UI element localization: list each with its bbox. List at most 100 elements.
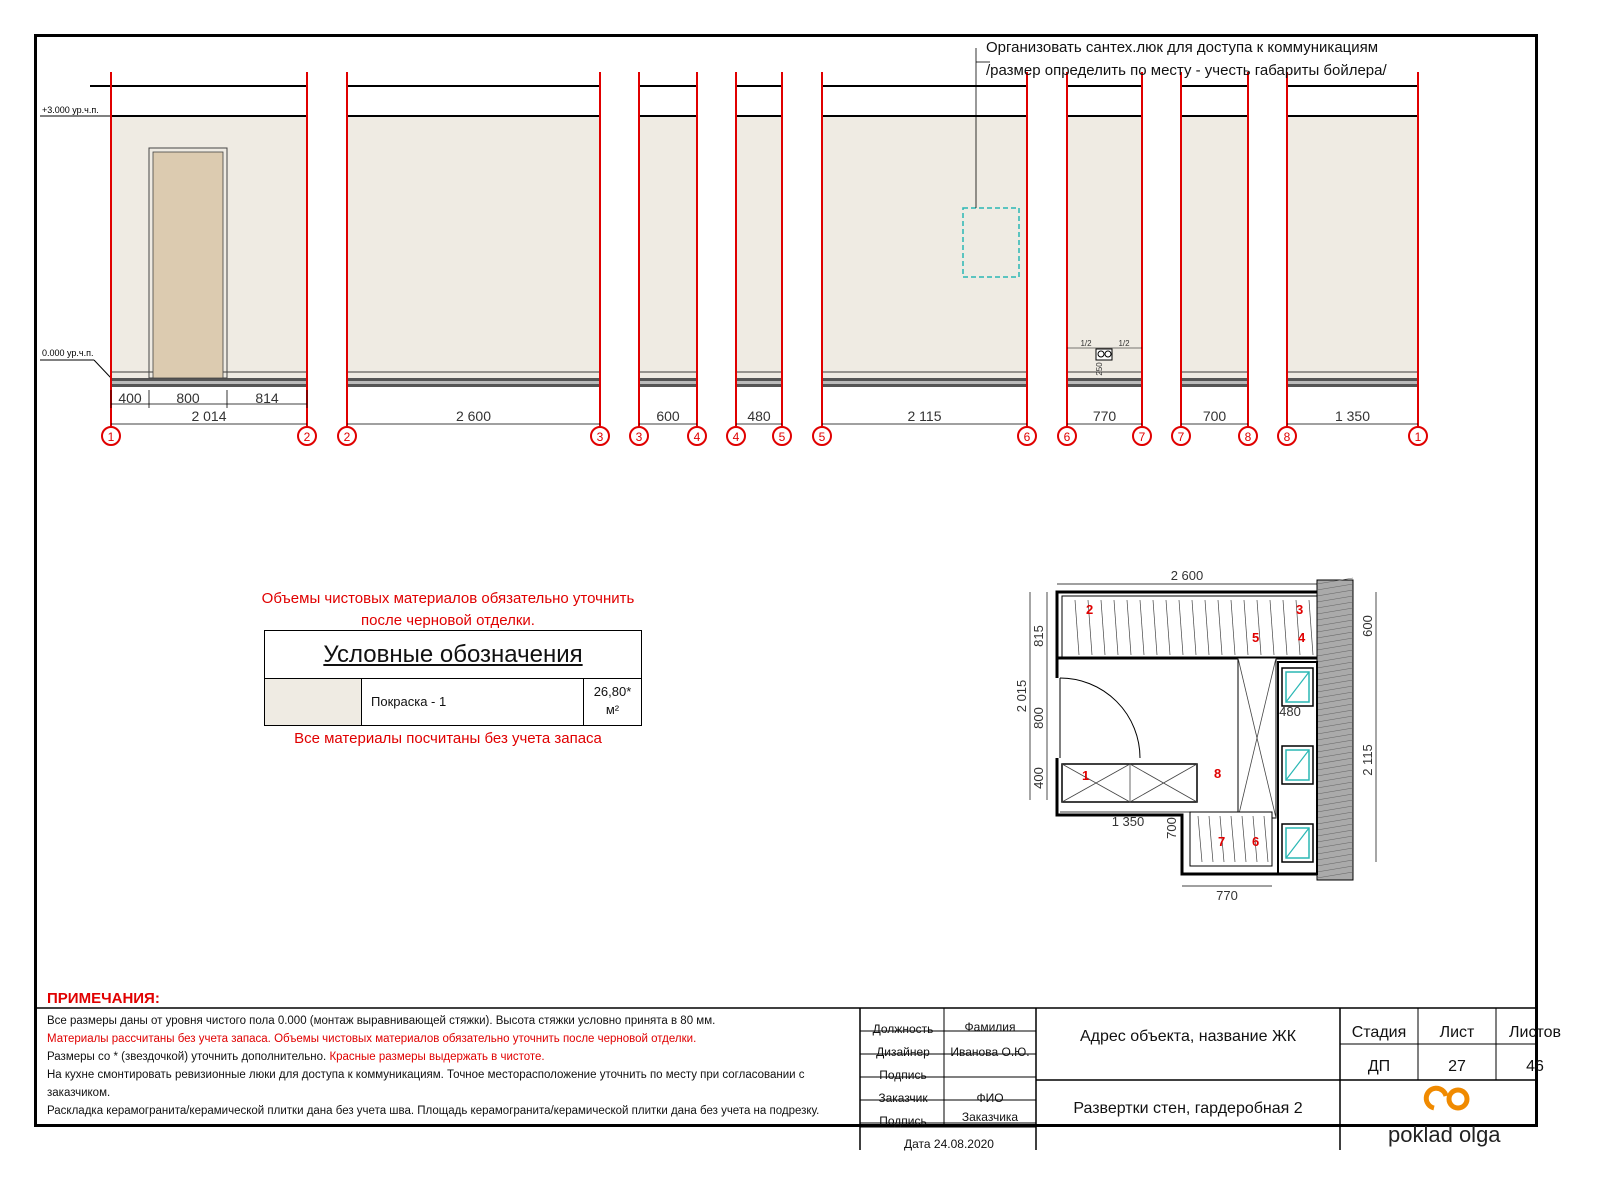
screed-band-inner [1067, 381, 1142, 384]
hanger [1165, 599, 1171, 656]
logo-mark [1423, 1085, 1449, 1111]
axis-label: 6 [1024, 430, 1031, 444]
note-line: Материалы рассчитаны без учета запаса. О… [47, 1033, 697, 1045]
axis-label: 1 [108, 430, 115, 444]
legend-item-name: Покраска - 1 [371, 694, 447, 709]
wall-hatch [1316, 601, 1354, 609]
screed-band-inner [347, 381, 600, 384]
tb-client-label: Заказчик [878, 1091, 928, 1105]
boiler-hatch-callout: Организовать сантех.люк для доступа к ко… [986, 39, 1387, 79]
tb-sheets: 46 [1526, 1058, 1544, 1075]
axis-marker [1132, 426, 1152, 446]
socket-hole [1097, 350, 1105, 358]
note-line: Раскладка керамогранита/керамической пли… [47, 1105, 820, 1117]
tb-sheet-label: Лист [1439, 1024, 1475, 1041]
wall-panel [1287, 116, 1418, 378]
dim-text: 480 [747, 408, 771, 424]
hanger [1282, 599, 1288, 656]
plan-point-label: 5 [1252, 630, 1259, 645]
hanger [1241, 815, 1247, 863]
hanger [1243, 599, 1249, 656]
screed-band-inner [736, 381, 782, 384]
plan-dim-text: 700 [1164, 817, 1179, 839]
hanger [1256, 599, 1262, 656]
door-leaf [152, 151, 224, 379]
screed-band-inner [1287, 381, 1418, 384]
shelf-unit-diag [1285, 827, 1310, 859]
hanger [1074, 599, 1080, 656]
wall-hatch [1316, 841, 1354, 849]
wall-hatch [1316, 847, 1354, 855]
wall-hatch [1316, 685, 1354, 693]
dim-text: 2 115 [908, 408, 942, 424]
cross [1237, 657, 1277, 819]
axis-label: 8 [1284, 430, 1291, 444]
wall-hatch [1316, 625, 1354, 633]
notes-title: ПРИМЕЧАНИЯ: [47, 990, 160, 1007]
tb-sign-label-2: Подпись [879, 1114, 927, 1128]
wall-panel [1067, 116, 1142, 378]
level-leader [93, 359, 112, 379]
tb-designer-name: Иванова О.Ю. [950, 1045, 1030, 1059]
tb-sheet: 27 [1448, 1058, 1466, 1075]
dim-text: 2 014 [191, 408, 226, 424]
legend-item-value: 26,80* м² [583, 679, 641, 725]
tb-position-label: Должность [872, 1022, 934, 1036]
shelf-unit-diag [1285, 671, 1310, 703]
dim-text: 1/2 [1080, 339, 1092, 348]
dim-text: 600 [656, 408, 680, 424]
hanger [1208, 815, 1214, 863]
wall-hatch [1316, 853, 1354, 861]
hanger [1204, 599, 1210, 656]
hanger [1263, 815, 1269, 863]
shelf-unit-diag [1285, 749, 1310, 781]
plan-point-label: 1 [1082, 768, 1089, 783]
axis-marker [337, 426, 357, 446]
tb-surname-label: Фамилия [964, 1020, 1016, 1034]
wall-hatch [1316, 865, 1354, 873]
wall-hatch [1316, 715, 1354, 723]
dim-text: 700 [1203, 408, 1227, 424]
axis-label: 1 [1415, 430, 1422, 444]
wall-hatch [1316, 781, 1354, 789]
plan-point-label: 6 [1252, 834, 1259, 849]
axis-marker [772, 426, 792, 446]
wall-hatch [1316, 817, 1354, 825]
hanger [1230, 815, 1236, 863]
axis-label: 4 [733, 430, 740, 444]
notes-block: Все размеры даны от уровня чистого пола … [47, 1012, 857, 1120]
wall-hatch [1316, 613, 1354, 621]
wall-hatch [1316, 655, 1354, 663]
dim-text: 400 [118, 390, 142, 406]
wall-hatch [1316, 799, 1354, 807]
axis-marker [687, 426, 707, 446]
logo-mark [1446, 1087, 1470, 1111]
axis-marker [297, 426, 317, 446]
wall-panel [347, 116, 600, 378]
wall-hatch [1316, 733, 1354, 741]
plan-point-label: 2 [1086, 602, 1093, 617]
tb-sign-label: Подпись [879, 1068, 927, 1082]
hanger [1252, 815, 1258, 863]
axis-marker [1171, 426, 1191, 446]
wardrobe-top [1061, 595, 1318, 659]
wall-hatch [1316, 709, 1354, 717]
wall-hatch [1316, 589, 1354, 597]
plan-wall [1055, 758, 1317, 876]
plan-point-label: 7 [1218, 834, 1225, 849]
wall-hatch [1316, 829, 1354, 837]
socket-hole [1104, 350, 1112, 358]
tb-sheet-title: Развертки стен, гардеробная 2 [1073, 1100, 1303, 1117]
wall-panel [639, 116, 697, 378]
plan-point-label: 4 [1298, 630, 1306, 645]
hanger [1100, 599, 1106, 656]
wall-hatch [1316, 787, 1354, 795]
hanger [1113, 599, 1119, 656]
wall-hatch [1316, 583, 1354, 591]
wall-hatch [1316, 793, 1354, 801]
note-line: Все размеры даны от уровня чистого пола … [47, 1015, 716, 1027]
cross [1061, 763, 1131, 803]
axis-marker [1277, 426, 1297, 446]
cross [1129, 763, 1198, 803]
